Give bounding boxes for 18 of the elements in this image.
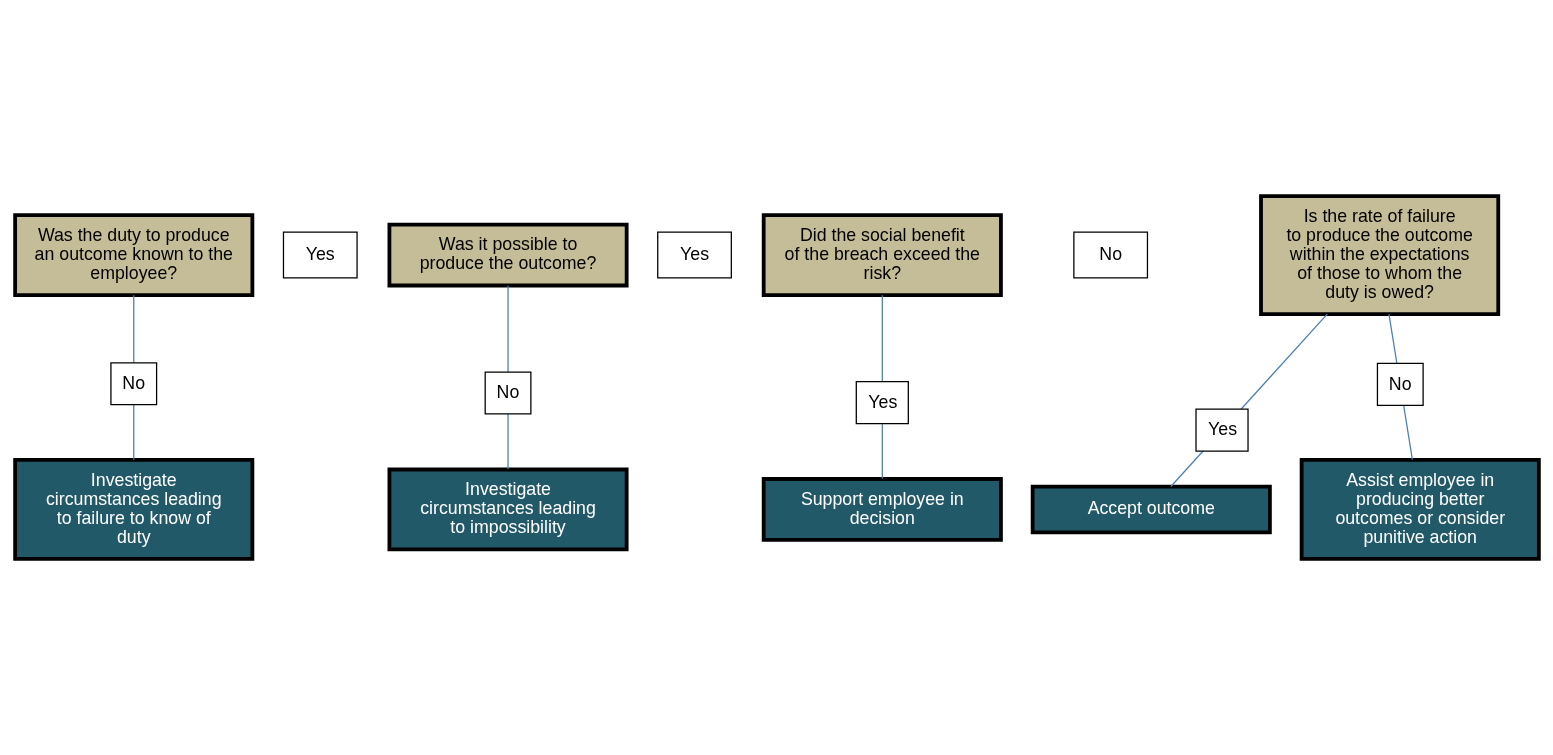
node-box: Did the social benefit of the breach exceed the risk? xyxy=(761,213,1003,297)
edge-label: No xyxy=(496,382,519,403)
node-box: Yes xyxy=(282,231,358,279)
edge-label: No xyxy=(1388,373,1412,394)
node-box: Was the duty to produce an outcome known to the employee? xyxy=(12,213,254,297)
edge-label: No xyxy=(121,373,145,394)
connector xyxy=(1169,313,1328,488)
node-box: Investigate circumstances leading to failure to know of duty xyxy=(12,458,254,561)
node-box: Support employee in decision xyxy=(761,477,1003,542)
node-box: No xyxy=(1072,231,1148,279)
edge-label: Yes xyxy=(1207,419,1237,440)
node-box: Investigate circumstances leading to impossibility xyxy=(387,467,629,552)
node-box: Yes xyxy=(656,231,732,279)
node-box: Was it possible to produce the outcome? xyxy=(387,222,629,288)
node-box: Accept outcome xyxy=(1030,484,1272,535)
node-box: Assist employee in producing better outcomes or consider punitive action xyxy=(1299,458,1541,561)
node-box: Is the rate of failure to produce the outcome within the expectations of those to whom the duty is owed? xyxy=(1258,194,1500,316)
edge-label: Yes xyxy=(867,391,897,412)
